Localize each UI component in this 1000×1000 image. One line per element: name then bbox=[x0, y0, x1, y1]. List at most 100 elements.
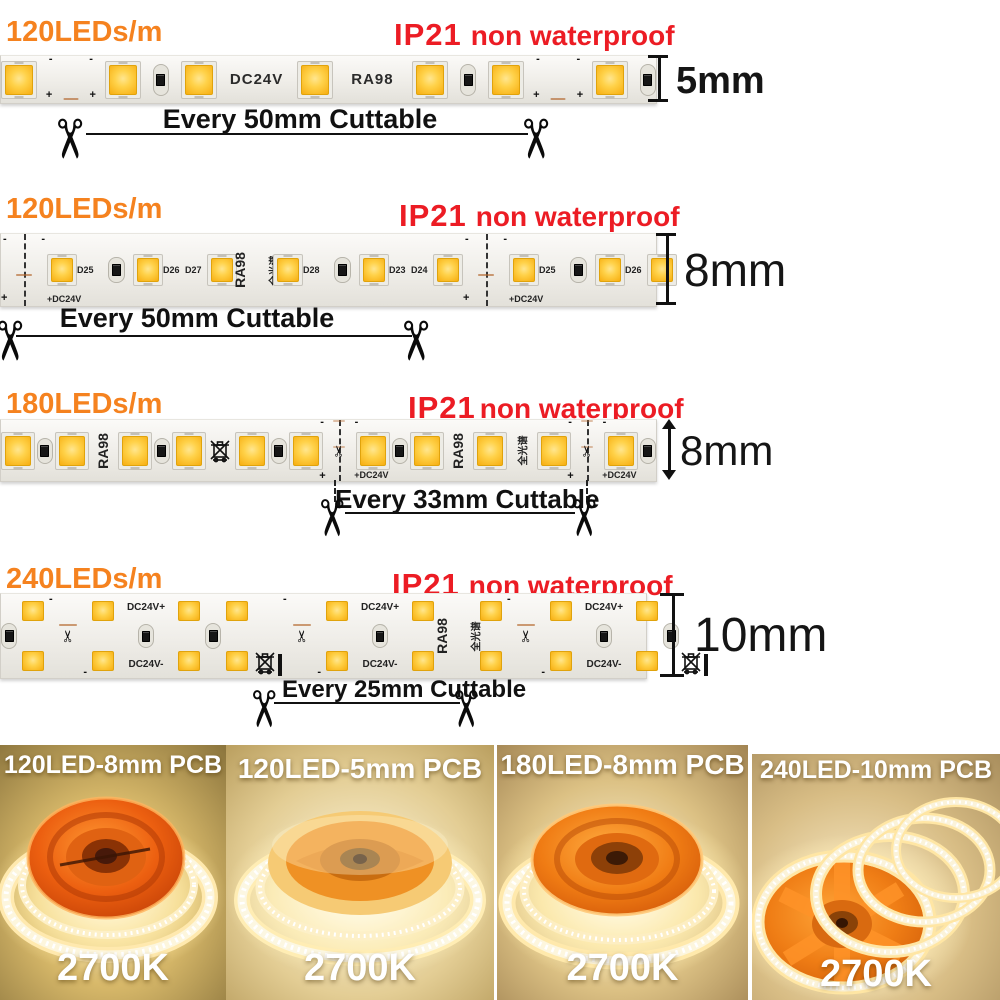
dimension-arrow bbox=[662, 419, 676, 480]
resistor bbox=[152, 56, 169, 103]
led-chip bbox=[133, 234, 163, 306]
cut-length-line bbox=[274, 702, 460, 704]
resistor bbox=[153, 420, 170, 481]
cut-point-pads: --++DC24V bbox=[463, 233, 544, 306]
density-label: 240LEDs/m bbox=[6, 563, 163, 595]
resistor bbox=[639, 56, 656, 103]
cut-point-pads: ✂-- bbox=[283, 593, 321, 678]
scissors-icon-right: ✂ bbox=[383, 318, 447, 364]
ip-note: non waterproof bbox=[475, 201, 680, 232]
weee-bin-icon bbox=[253, 592, 283, 680]
color-temp-label: 2700K bbox=[304, 947, 416, 989]
color-temp-label: 2700K bbox=[566, 947, 679, 989]
pcb-print-text-vertical: RA98 bbox=[95, 432, 112, 469]
led-chip bbox=[1, 420, 35, 481]
led-chip bbox=[509, 234, 539, 306]
led-chip bbox=[47, 234, 77, 306]
led-chip bbox=[104, 56, 141, 103]
led-chip-pair bbox=[631, 594, 663, 678]
cut-point-pads: --+✂+DC24V bbox=[567, 416, 637, 482]
led-chip bbox=[595, 234, 625, 306]
solder-pads: --++ bbox=[533, 53, 584, 101]
led-chip-pair bbox=[221, 594, 253, 678]
cut-point-pads: ✂-- bbox=[507, 593, 545, 678]
led-chip bbox=[1, 56, 37, 103]
led-chip bbox=[488, 56, 525, 103]
panel-title: 120LED-5mm PCB bbox=[237, 753, 483, 784]
panel-title: 180LED-8mm PCB bbox=[500, 749, 745, 780]
density-label: 120LEDs/m bbox=[6, 193, 163, 225]
dimension-label: 10mm bbox=[694, 609, 828, 662]
scissors-icon-right: ✂ bbox=[503, 116, 567, 162]
led-chip bbox=[171, 420, 206, 481]
pcb-component-label: D23 bbox=[389, 265, 406, 275]
product-panel-2: 120LED-5mm PCB 2700K bbox=[226, 745, 494, 1000]
product-panel-1: 120LED-8mm PCB 2700K bbox=[0, 745, 226, 1000]
pcb-print-text: DC24V+DC24V- bbox=[360, 602, 400, 670]
ip-code: IP21 bbox=[399, 198, 467, 233]
cut-length-line bbox=[16, 335, 412, 337]
ip-code: IP21 bbox=[394, 17, 462, 52]
pcb-print-text: DC24V+DC24V- bbox=[126, 602, 166, 670]
resistor: R8 bbox=[325, 234, 373, 306]
pcb-component-label: D26 bbox=[625, 265, 642, 275]
scissors-icon-left: ✂ bbox=[37, 116, 101, 162]
led-chip bbox=[296, 56, 333, 103]
ip-note: non waterproof bbox=[479, 393, 684, 424]
color-temp-label: 2700K bbox=[57, 947, 169, 989]
resistor bbox=[1, 594, 17, 678]
scissors-icon-left: ✂ bbox=[233, 688, 292, 730]
led-chip bbox=[409, 420, 444, 481]
resistor bbox=[639, 420, 656, 481]
led-chip bbox=[604, 420, 638, 481]
resistor: R9 bbox=[99, 234, 147, 306]
led-chip bbox=[235, 420, 269, 481]
led-chip bbox=[592, 56, 629, 103]
pcb-component-label: D28 bbox=[303, 265, 320, 275]
cut-point-pads: --++DC24V bbox=[1, 233, 82, 306]
cut-point-pads: ✂-- bbox=[49, 593, 87, 678]
color-temp-label: 2700K bbox=[820, 953, 932, 995]
product-panel-4: 240LED-10mm PCB 2700K bbox=[752, 754, 1000, 1000]
resistor bbox=[460, 56, 477, 103]
cut-length-line bbox=[86, 133, 528, 135]
led-chip-pair bbox=[321, 594, 353, 678]
density-label: 180LEDs/m bbox=[6, 388, 163, 420]
led-strip-8mm: --++DC24VD25R9D26D27RA98全光谱D28R8D23D24--… bbox=[0, 233, 677, 307]
reel-photo-4 bbox=[752, 754, 1000, 1000]
ip-note: non waterproof bbox=[470, 20, 675, 51]
reel-photo-1 bbox=[0, 745, 226, 1000]
scissors-icon-right: ✂ bbox=[435, 688, 494, 730]
reel-photo-2 bbox=[226, 745, 494, 1000]
resistor bbox=[391, 420, 408, 481]
resistor bbox=[205, 594, 221, 678]
led-chip bbox=[412, 56, 449, 103]
led-chip bbox=[536, 420, 571, 481]
pcb-component-label: D27 bbox=[185, 265, 202, 275]
panel-title: 120LED-8mm PCB bbox=[3, 751, 223, 779]
resistor bbox=[36, 420, 53, 481]
dimension-label: 5mm bbox=[676, 60, 765, 102]
product-panel-3: 180LED-8mm PCB 2700K bbox=[497, 745, 748, 1000]
dimension-bracket bbox=[656, 233, 676, 305]
pcb-component-label: D25 bbox=[539, 265, 556, 275]
solder-pads: --++ bbox=[45, 53, 96, 101]
product-photo-section: 120LED-8mm PCB 2700K bbox=[0, 745, 1000, 1000]
led-chip bbox=[433, 234, 463, 306]
ip-rating: IP21 non waterproof bbox=[394, 17, 675, 53]
led-chip-pair bbox=[87, 594, 119, 678]
pcb-print-text-vertical: 全光谱 bbox=[518, 435, 530, 466]
cut-point-pads: --+✂+DC24V bbox=[319, 416, 389, 482]
led-chip bbox=[180, 56, 217, 103]
led-chip bbox=[118, 420, 152, 481]
led-chip-pair bbox=[545, 594, 577, 678]
dimension-label: 8mm bbox=[684, 244, 787, 296]
